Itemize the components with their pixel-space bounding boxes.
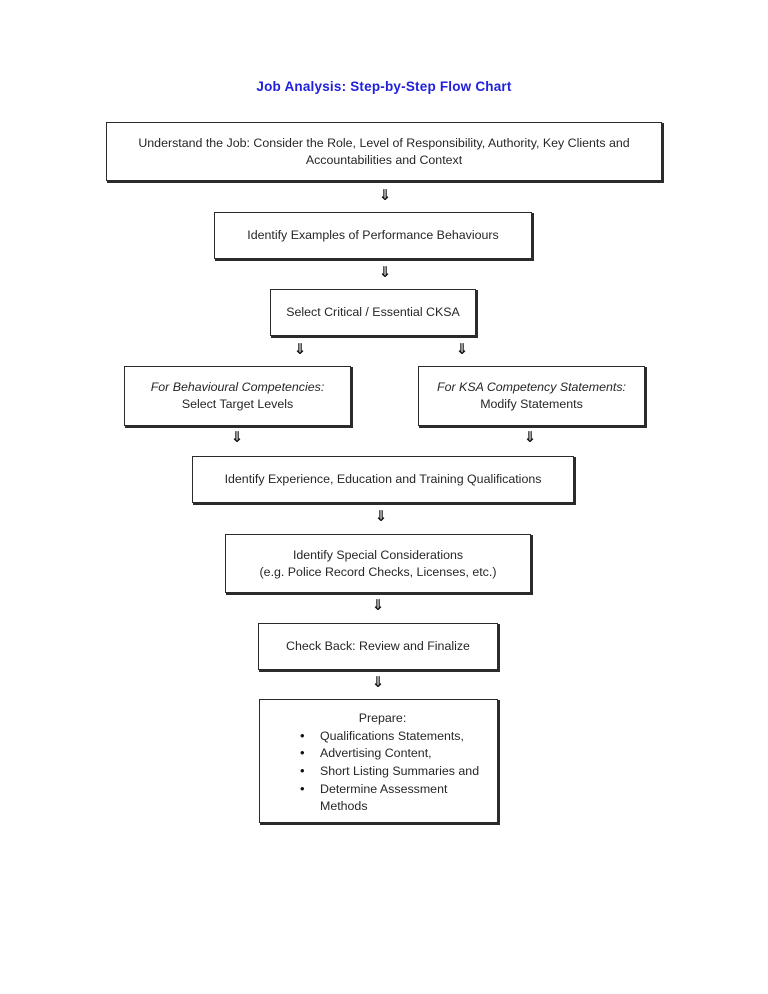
flow-box-identify-qualifications[interactable]: Identify Experience, Education and Train… — [192, 456, 574, 503]
flow-box-text: For KSA Competency Statements: Modify St… — [427, 379, 636, 412]
flow-box-understand-the-job[interactable]: Understand the Job: Consider the Role, L… — [106, 122, 662, 181]
flow-box-line: Understand the Job: Consider the Role, L… — [138, 135, 630, 150]
flow-box-behavioural-competencies[interactable]: For Behavioural Competencies: Select Tar… — [124, 366, 351, 426]
list-item: Determine Assessment Methods — [298, 780, 489, 816]
list-item: Qualifications Statements, — [298, 727, 489, 746]
flow-box-line: (e.g. Police Record Checks, Licenses, et… — [259, 564, 497, 579]
double-down-arrow-icon-right-branch: ⇓ — [455, 340, 469, 358]
flow-box-text: Understand the Job: Consider the Role, L… — [115, 135, 653, 168]
double-down-arrow-icon: ⇓ — [378, 263, 392, 281]
flow-box-text: Check Back: Review and Finalize — [267, 638, 489, 655]
flow-box-line: Check Back: Review and Finalize — [286, 639, 470, 654]
page-title: Job Analysis: Step-by-Step Flow Chart — [256, 79, 512, 94]
flow-box-line: Identify Experience, Education and Train… — [224, 472, 542, 487]
double-down-arrow-icon: ⇓ — [378, 186, 392, 204]
flow-box-text: Identify Examples of Performance Behavio… — [223, 227, 523, 244]
flow-box-text: Identify Special Considerations (e.g. Po… — [234, 547, 522, 580]
list-item: Advertising Content, — [298, 744, 489, 763]
double-down-arrow-icon: ⇓ — [371, 596, 385, 614]
flow-box-line-italic: For Behavioural Competencies: — [150, 380, 325, 395]
double-down-arrow-icon-left-branch: ⇓ — [293, 340, 307, 358]
flow-box-line: Select Target Levels — [181, 397, 294, 411]
double-down-arrow-icon-left-merge: ⇓ — [230, 428, 244, 446]
flow-box-line: Accountabilities and Context — [305, 152, 463, 167]
prepare-content: Prepare: Qualifications Statements, Adve… — [268, 710, 489, 816]
flow-box-line-italic: For KSA Competency Statements: — [437, 380, 626, 395]
flow-box-select-critical-essential-cksa[interactable]: Select Critical / Essential CKSA — [270, 289, 476, 336]
flow-box-line: Modify Statements — [480, 397, 583, 411]
double-down-arrow-icon: ⇓ — [371, 673, 385, 691]
flow-box-ksa-competency-statements[interactable]: For KSA Competency Statements: Modify St… — [418, 366, 645, 426]
flow-box-line: Identify Special Considerations — [292, 547, 464, 562]
flow-box-identify-special-considerations[interactable]: Identify Special Considerations (e.g. Po… — [225, 534, 531, 593]
double-down-arrow-icon: ⇓ — [374, 507, 388, 525]
flow-box-identify-performance-behaviours[interactable]: Identify Examples of Performance Behavio… — [214, 212, 532, 259]
prepare-heading: Prepare: — [358, 711, 407, 725]
flow-box-check-back-review-finalize[interactable]: Check Back: Review and Finalize — [258, 623, 498, 670]
flow-box-prepare[interactable]: Prepare: Qualifications Statements, Adve… — [259, 699, 498, 823]
double-down-arrow-icon-right-merge: ⇓ — [523, 428, 537, 446]
prepare-bullet-list: Qualifications Statements, Advertising C… — [298, 727, 489, 816]
flow-box-text: Select Critical / Essential CKSA — [279, 304, 467, 321]
flow-box-text: For Behavioural Competencies: Select Tar… — [133, 379, 342, 412]
flow-box-text: Identify Experience, Education and Train… — [201, 471, 565, 488]
flow-box-line: Identify Examples of Performance Behavio… — [247, 228, 499, 243]
list-item: Short Listing Summaries and — [298, 762, 489, 781]
flow-box-line: Select Critical / Essential CKSA — [286, 305, 460, 320]
